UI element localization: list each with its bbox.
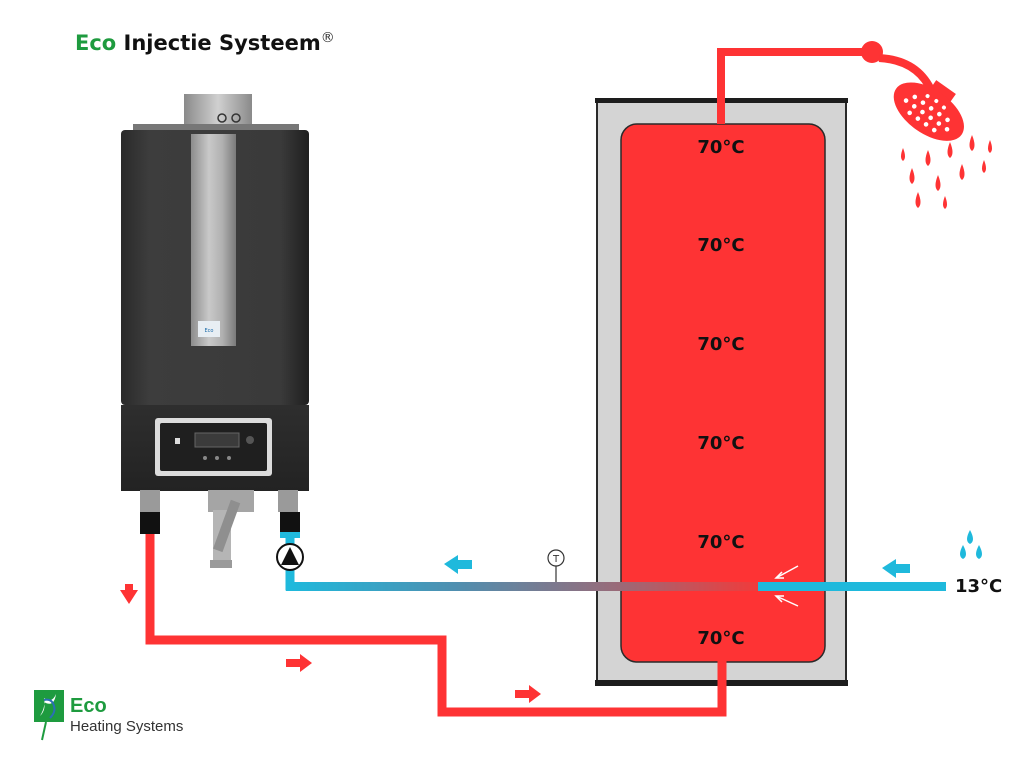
logo-leaf-icon: [40, 694, 56, 716]
cold-flow-arrow-left: [444, 555, 472, 574]
heater-top-lip: [133, 124, 299, 132]
cold-inlet-pipe: [758, 582, 946, 591]
power-switch: [175, 438, 180, 444]
eco-heating-logo: Eco Heating Systems: [34, 690, 183, 741]
cold-inlet-fitting: [278, 490, 298, 512]
hot-flow-arrow-right-1: [286, 654, 312, 672]
heater-badge: [198, 321, 220, 337]
control-knob: [246, 436, 254, 444]
hot-flow-arrow-right-2: [515, 685, 541, 703]
hot-outlet-fitting: [140, 490, 160, 512]
tank-temp-5: 70°C: [697, 532, 744, 553]
page-title: Eco Injectie Systeem®: [75, 30, 335, 55]
logo-subtitle: Heating Systems: [70, 718, 183, 735]
logo-brand: Eco: [70, 695, 107, 717]
logo-mark: [34, 690, 64, 722]
tank-hot-water: [620, 123, 826, 663]
hot-outlet-connector: [140, 512, 160, 534]
hot-flow-arrows: [120, 584, 541, 703]
heater-badge-text: Eco: [205, 328, 214, 334]
registered-mark: ®: [320, 30, 335, 46]
cold-flow-arrow-right: [882, 559, 910, 578]
inlet-temperature: 13°C: [955, 576, 1002, 597]
shower-head-icon: [861, 41, 992, 209]
cold-connector-ring: [280, 532, 300, 538]
cold-flow-arrows: [444, 555, 910, 578]
shower-pipe-joint: [861, 41, 883, 63]
tank-temp-3: 70°C: [697, 334, 744, 355]
temperature-sensor-icon: T: [547, 549, 565, 582]
gas-pipe-end: [210, 560, 232, 568]
shower-disc: [893, 82, 964, 141]
cold-water-drops-icon: [960, 530, 982, 559]
shower-arm: [878, 54, 936, 94]
flue-hole-right: [231, 113, 241, 123]
title-rest: Injectie Systeem: [123, 31, 321, 55]
shower-neck: [929, 80, 956, 104]
shower-nozzles: [903, 94, 950, 133]
injection-spray-arrows: [774, 565, 799, 607]
cold-inlet-connector: [280, 512, 300, 534]
tank-temp-2: 70°C: [697, 235, 744, 256]
injection-pipe-mixed: [286, 582, 760, 591]
control-button-3: [227, 456, 231, 460]
tank-temp-6: 70°C: [697, 628, 744, 649]
hot-flow-arrow-down: [120, 584, 138, 604]
heater-steel-panel: [191, 134, 236, 346]
shower-drops: [901, 135, 992, 209]
circulation-pump-icon: [276, 543, 304, 571]
tank-temp-4: 70°C: [697, 433, 744, 454]
gas-valve-arm: [213, 499, 241, 553]
hot-water-outlet-pipe: [717, 48, 862, 124]
title-accent: Eco: [75, 31, 117, 55]
water-heater-unit: Eco: [121, 94, 309, 568]
logo-swirl: [43, 698, 56, 719]
sensor-symbol: T: [552, 554, 560, 565]
hot-supply-pipe: [145, 512, 727, 717]
control-display: [194, 432, 240, 448]
storage-tank: 70°C 70°C 70°C 70°C 70°C 70°C: [595, 98, 848, 686]
logo-stem: [41, 721, 47, 741]
flue-hole-left: [217, 113, 227, 123]
tank-temp-1: 70°C: [697, 137, 744, 158]
control-button-1: [203, 456, 207, 460]
control-button-2: [215, 456, 219, 460]
